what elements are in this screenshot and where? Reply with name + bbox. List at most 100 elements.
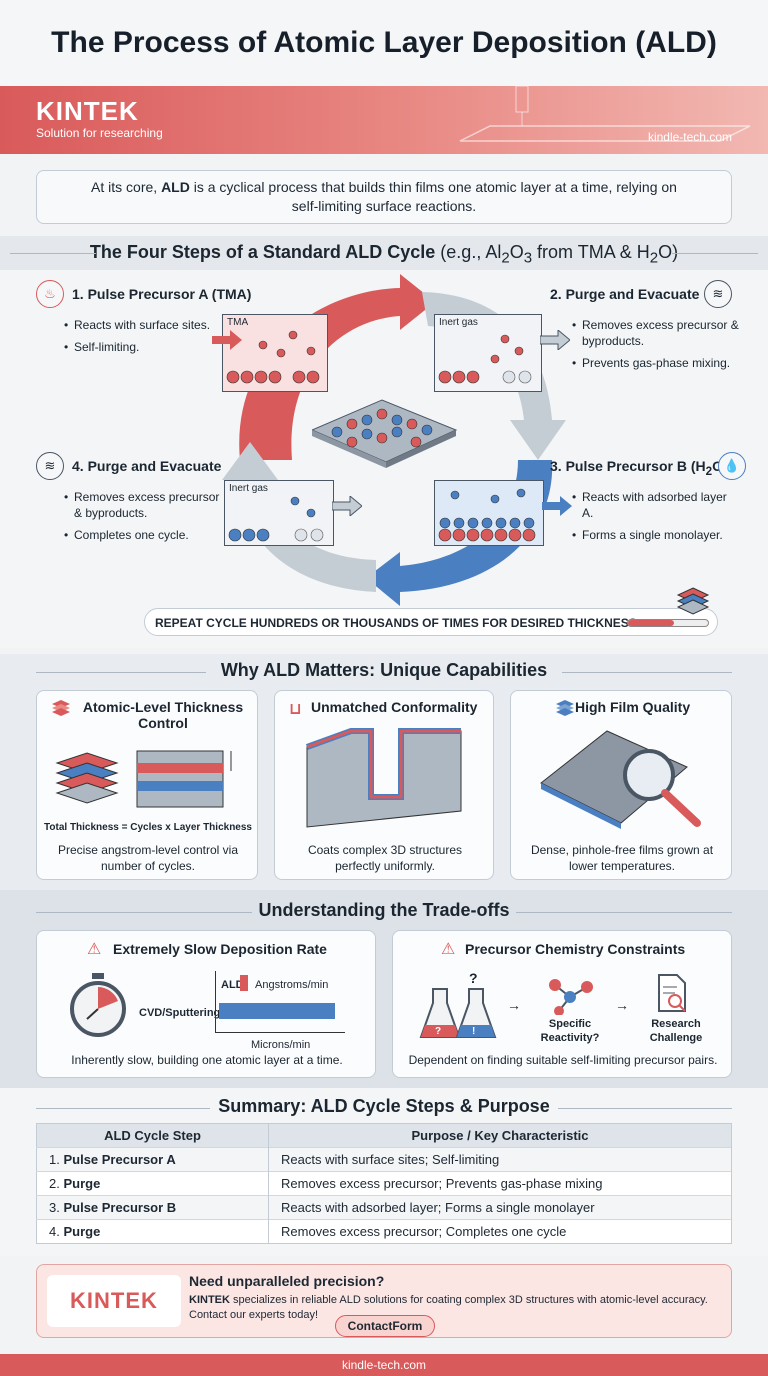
axis	[215, 971, 216, 1033]
thickness-caption: Total Thickness = Cycles x Layer Thickne…	[44, 822, 252, 833]
cycle-heading-bar	[0, 236, 768, 270]
cta-title: Need unparalleled precision?	[189, 1273, 385, 1289]
step-3-title: 3. Pulse Precursor B (H2O)	[550, 458, 728, 478]
molecule-icon	[549, 979, 593, 1015]
step-1-title: 1. Pulse Precursor A (TMA)	[72, 286, 252, 302]
purpose-cell: Removes excess precursor; Completes one …	[268, 1219, 732, 1244]
column-header: ALD Cycle Step	[36, 1123, 269, 1148]
flasks-icon: ? ? !	[419, 970, 497, 1038]
why-heading: Why ALD Matters: Unique Capabilities	[220, 660, 548, 680]
table-row: 1. Pulse Precursor A Reacts with surface…	[36, 1147, 732, 1172]
table-row: 3. Pulse Precursor B Reacts with adsorbe…	[36, 1195, 732, 1220]
trench-icon: ⊔	[289, 701, 302, 718]
brand-logo[interactable]: KINTEK	[36, 96, 139, 126]
flow-arrow-icon	[332, 496, 362, 516]
flow-arrow-icon	[212, 330, 242, 350]
trench-illustration	[305, 728, 462, 828]
why-card-thickness: Atomic-Level Thickness Control Total Thi…	[36, 690, 258, 880]
step-cell: 3. Pulse Precursor B	[36, 1195, 269, 1220]
divider	[36, 672, 206, 673]
magnifier-film-illustration	[540, 730, 701, 829]
tradeoff-title: Extremely Slow Deposition Rate	[113, 941, 327, 957]
step-cell: 1. Pulse Precursor A	[36, 1147, 269, 1172]
banner-illustration	[459, 86, 751, 142]
ald-label: ALD	[221, 979, 244, 991]
page-title: The Process of Atomic Layer Deposition (…	[0, 0, 768, 86]
divider	[558, 1108, 732, 1109]
step-3-bullet: Forms a single monolayer.	[572, 528, 723, 544]
step-4-bullet: Completes one cycle.	[64, 528, 189, 544]
cta-logo[interactable]: KINTEK	[47, 1275, 181, 1327]
why-card-title: Atomic-Level Thickness Control	[82, 699, 244, 731]
cvd-label: CVD/Sputtering	[139, 1007, 221, 1019]
cta-box: KINTEK Need unparalleled precision? KINT…	[36, 1264, 732, 1338]
why-card-title: Unmatched Conformality	[311, 699, 478, 715]
tradeoff-chem-card: ⚠ Precursor Chemistry Constraints ? ? ! …	[392, 930, 732, 1078]
purpose-cell: Reacts with adsorbed layer; Forms a sing…	[268, 1195, 732, 1220]
divider	[562, 672, 732, 673]
cta-text: KINTEK specializes in reliable ALD solut…	[189, 1294, 708, 1322]
chem-label-2: Research Challenge	[649, 1018, 703, 1045]
flame-icon: ♨	[36, 280, 64, 308]
step-2-bullet: Removes excess precursor & byproducts.	[572, 318, 742, 349]
step-4-title: 4. Purge and Evacuate	[72, 458, 222, 474]
divider	[36, 912, 252, 913]
step-cell: 4. Purge	[36, 1219, 269, 1244]
cycle-arrows	[222, 274, 566, 606]
warning-icon: ⚠	[441, 941, 456, 958]
arrow-right-icon: →	[615, 997, 629, 1013]
tradeoff-text: Dependent on finding suitable self-limit…	[408, 1053, 718, 1067]
chem-label-1: Specific Reactivity?	[540, 1018, 600, 1045]
warning-icon: ⚠	[87, 941, 102, 958]
table-row: 2. Purge Removes excess precursor; Preve…	[36, 1171, 732, 1196]
repeat-text: REPEAT CYCLE HUNDREDS OR THOUSANDS OF TI…	[155, 616, 641, 630]
why-card-quality: High Film Quality Dense, pinhole-free fi…	[510, 690, 732, 880]
step-4-bullet: Removes excess precursor & byproducts.	[64, 490, 224, 521]
axis	[215, 1032, 345, 1033]
cvd-unit: Microns/min	[251, 1039, 311, 1051]
svg-text:!: !	[472, 1026, 475, 1037]
tradeoff-title: Precursor Chemistry Constraints	[465, 941, 686, 957]
step-2-panel: Inert gas	[434, 314, 542, 392]
intro-suffix: is a cyclical process that builds thin f…	[189, 179, 677, 214]
footer-url[interactable]: kindle-tech.com	[0, 1354, 768, 1376]
step-3-bullet: Reacts with adsorbed layer A.	[572, 490, 732, 521]
column-header: Purpose / Key Characteristic	[268, 1123, 732, 1148]
summary-heading: Summary: ALD Cycle Steps & Purpose	[218, 1096, 550, 1116]
tradeoffs-heading: Understanding the Trade-offs	[258, 900, 510, 920]
why-card-title: High Film Quality	[575, 699, 691, 715]
brand-tagline: Solution for researching	[36, 126, 163, 140]
step-3-panel	[434, 480, 544, 546]
cvd-bar	[219, 1003, 335, 1019]
intro-box: At its core, ALD is a cyclical process t…	[36, 170, 732, 224]
why-card-text: Coats complex 3D structures perfectly un…	[307, 843, 463, 873]
arrow-right-icon: →	[507, 997, 521, 1013]
svg-text:?: ?	[469, 970, 478, 986]
svg-text:?: ?	[435, 1026, 441, 1037]
step-4-panel: Inert gas	[224, 480, 334, 546]
layers-icon	[676, 587, 710, 615]
ald-bar	[240, 975, 248, 991]
layers-icon	[555, 699, 575, 722]
site-url[interactable]: kindle-tech.com	[647, 130, 732, 144]
summary-table: ALD Cycle Step Purpose / Key Characteris…	[36, 1123, 732, 1244]
why-card-text: Dense, pinhole-free films grown at lower…	[530, 843, 714, 873]
water-drop-icon: 💧	[718, 452, 746, 480]
stopwatch-icon	[70, 973, 126, 1037]
wind-icon: ≋	[36, 452, 64, 480]
tradeoff-text: Inherently slow, building one atomic lay…	[71, 1053, 343, 1067]
why-card-text: Precise angstrom-level control via numbe…	[57, 843, 239, 873]
divider	[10, 253, 96, 254]
divider	[36, 1108, 210, 1109]
thickness-bar	[627, 619, 709, 627]
ald-unit: Angstroms/min	[255, 979, 329, 991]
document-search-icon	[658, 974, 686, 1012]
step-cell: 2. Purge	[36, 1171, 269, 1196]
flow-arrow-icon	[542, 496, 572, 516]
divider	[516, 912, 732, 913]
why-card-conformality: ⊔ Unmatched Conformality Coats complex 3…	[274, 690, 494, 880]
intro-bold: ALD	[161, 179, 190, 196]
step-2-title: 2. Purge and Evacuate	[550, 286, 700, 302]
step-1-panel: TMA	[222, 314, 328, 392]
contact-button[interactable]: ContactForm	[335, 1315, 435, 1337]
